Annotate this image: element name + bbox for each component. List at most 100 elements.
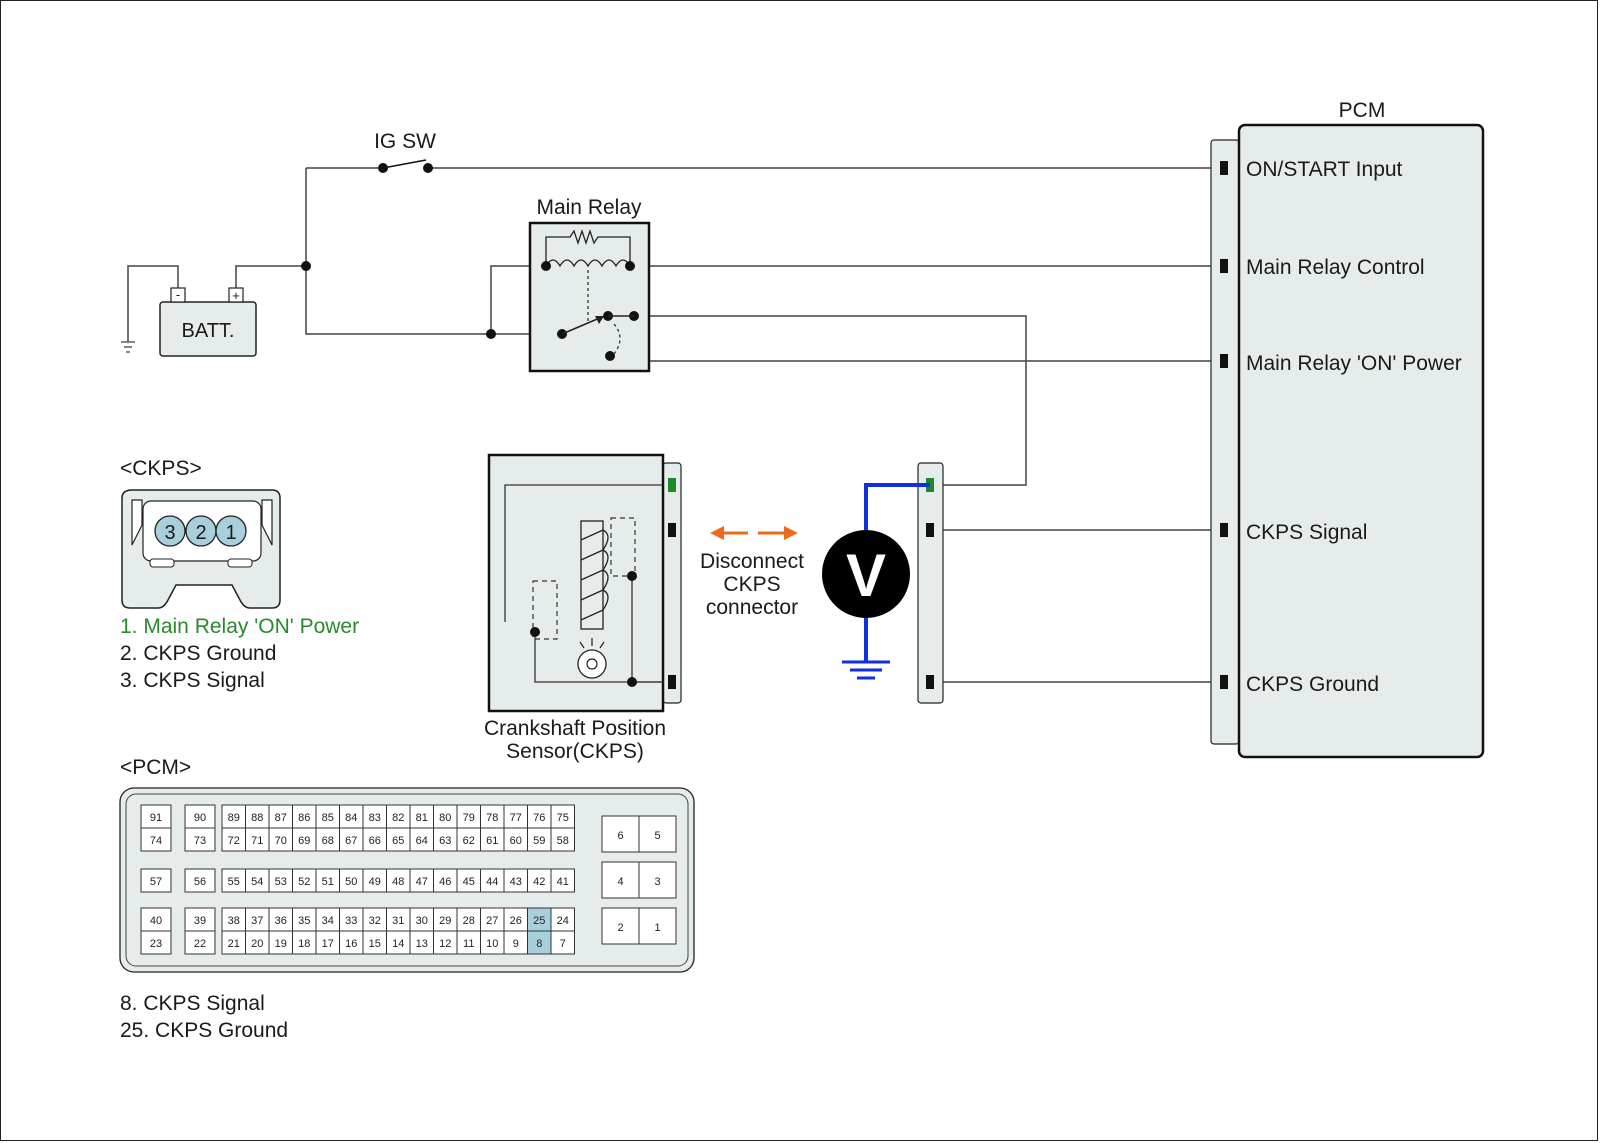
pcm-pin-label: 13 — [416, 938, 428, 950]
ckps-pin-label: 2 — [195, 522, 206, 544]
pcm-pin-label: 60 — [510, 835, 522, 847]
junction-dots — [301, 261, 496, 339]
pcm-pin-label: 65 — [392, 835, 404, 847]
pcm-pin-label: 8 — [536, 938, 542, 950]
pcm-pin-label: 47 — [416, 876, 428, 888]
pcm-pin-cell — [140, 930, 172, 955]
pcm-pin-cell — [601, 907, 640, 945]
pcm-pin-label: 82 — [392, 812, 404, 824]
pcm-pin-label: 15 — [369, 938, 381, 950]
main-relay-label: Main Relay — [536, 196, 642, 219]
pcm-pin-label: 3 — [654, 876, 660, 888]
ckps-legend-item: 1. Main Relay 'ON' Power — [120, 615, 359, 638]
voltmeter: V — [822, 483, 930, 680]
pcm-legend-item: 25. CKPS Ground — [120, 1019, 288, 1042]
pcm-pin-label: 17 — [322, 938, 334, 950]
pcm-connector-title: <PCM> — [120, 756, 191, 779]
pcm-pin-label: 5 — [654, 830, 660, 842]
pcm-pin-label: 2 — [617, 922, 623, 934]
pcm-connector-strip — [1210, 139, 1240, 745]
pcm-pin-label: 11 — [463, 938, 474, 950]
pcm-pin-label: 33 — [345, 915, 357, 927]
ckps-legend-item: 2. CKPS Ground — [120, 642, 276, 665]
pcm-pin-label: 76 — [533, 812, 545, 824]
pcm-pin-label: 56 — [194, 876, 206, 888]
pcm-pin-label: 18 — [298, 938, 310, 950]
ckps-pin-label: 1 — [225, 522, 236, 544]
voltmeter-ground-icon — [842, 660, 890, 680]
pcm-pin-cell — [140, 827, 172, 852]
pcm-module: PCM ON/START Input Main Relay Control Ma… — [1210, 99, 1485, 759]
pcm-pin-label: 68 — [322, 835, 334, 847]
pcm-pin-label: 45 — [463, 876, 475, 888]
pcm-terminal-relay-control: Main Relay Control — [1246, 256, 1425, 279]
ig-sw-label: IG SW — [374, 130, 436, 153]
pcm-pin-label: 41 — [557, 876, 569, 888]
pcm-pin-cell — [550, 868, 575, 893]
pcm-pin-label: 90 — [194, 812, 206, 824]
pcm-pin-label: 67 — [345, 835, 357, 847]
pcm-pin-label: 81 — [416, 812, 428, 824]
pcm-pin-cell — [638, 907, 677, 945]
pcm-pin-label: 6 — [617, 830, 623, 842]
pcm-pin-label: 27 — [486, 915, 498, 927]
pcm-pin-label: 55 — [228, 876, 240, 888]
pcm-pin-label: 29 — [439, 915, 451, 927]
pcm-pin-label: 12 — [439, 938, 451, 950]
pcm-pin-cell — [140, 868, 172, 893]
pcm-pin-label: 9 — [513, 938, 519, 950]
battery-ground-wire — [127, 265, 179, 342]
relay-resistor-icon — [545, 228, 631, 266]
pcm-pin-label: 89 — [228, 812, 240, 824]
pcm-pin-label: 64 — [416, 835, 428, 847]
voltmeter-body — [822, 530, 910, 618]
pcm-terminal-ckps-ground: CKPS Ground — [1246, 673, 1379, 696]
pcm-pin-label: 53 — [275, 876, 287, 888]
ckps-pin-label: 3 — [164, 522, 175, 544]
pcm-pin-label: 7 — [560, 938, 566, 950]
battery-positive-wire — [235, 265, 306, 290]
disconnect-label-line2: CKPS — [723, 573, 780, 596]
pcm-pin-label: 71 — [251, 835, 263, 847]
power-bus-wire — [305, 168, 491, 335]
pcm-terminal-on-start: ON/START Input — [1246, 158, 1403, 181]
pcm-pin-cell — [184, 930, 216, 955]
voltmeter-positive-lead — [864, 483, 930, 536]
pcm-terminal-relay-on-power: Main Relay 'ON' Power — [1246, 352, 1462, 375]
pcm-pin-label: 16 — [345, 938, 357, 950]
pcm-pin-label: 49 — [369, 876, 381, 888]
pcm-pin-label: 52 — [298, 876, 310, 888]
pcm-pin-label: 91 — [150, 812, 162, 824]
pcm-pin-cell — [601, 815, 640, 853]
pcm-pin-label: 48 — [392, 876, 404, 888]
pcm-pin-label: 84 — [345, 812, 357, 824]
ignition-switch: IG SW — [374, 130, 436, 173]
pcm-pin-label: 83 — [369, 812, 381, 824]
pcm-pin-cell — [638, 815, 677, 853]
pcm-pin-label: 59 — [533, 835, 545, 847]
pcm-pin-label: 74 — [150, 835, 162, 847]
ckps-sensor-label-line2: Sensor(CKPS) — [506, 740, 644, 763]
relay-on-power-ckps-wire — [634, 315, 1027, 486]
pcm-pin-legend: 8. CKPS Signal 25. CKPS Ground — [120, 992, 288, 1042]
pcm-pin-label: 70 — [275, 835, 287, 847]
pcm-pin-label: 23 — [150, 938, 162, 950]
pcm-pin-label: 32 — [369, 915, 381, 927]
pcm-pin-label: 63 — [439, 835, 451, 847]
pcm-pin-label: 43 — [510, 876, 522, 888]
pcm-pin-cell — [601, 861, 640, 899]
ckps-connector-title: <CKPS> — [120, 457, 202, 480]
pcm-pin-cell — [638, 861, 677, 899]
pcm-legend-item: 8. CKPS Signal — [120, 992, 265, 1015]
pcm-pin-label: 19 — [275, 938, 287, 950]
pcm-pin-label: 14 — [392, 938, 404, 950]
pcm-pin-label: 69 — [298, 835, 310, 847]
pcm-pin-label: 30 — [416, 915, 428, 927]
pcm-pin-label: 22 — [194, 938, 206, 950]
battery: - + BATT. — [121, 287, 257, 357]
pcm-pin-label: 21 — [228, 938, 240, 950]
